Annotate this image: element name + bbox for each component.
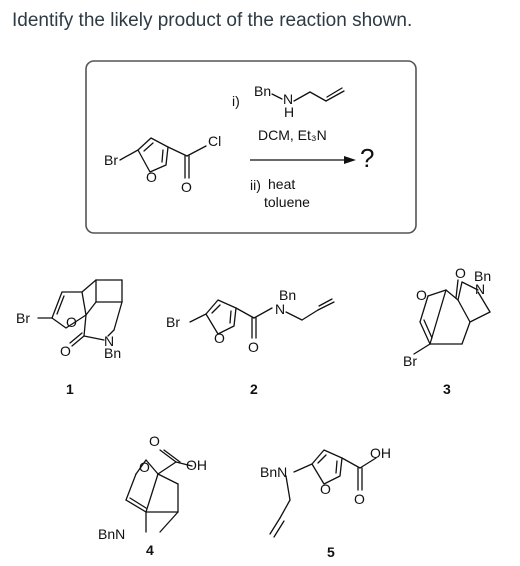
reaction-scheme-box: Br O Cl O i) Bn N H DCM, Et₃N ? ii) heat…	[85, 60, 417, 234]
reagent-amine: i) Bn N H	[232, 83, 345, 120]
choice-1-n-label: N	[104, 333, 114, 349]
choice-1-bn-label: Bn	[104, 345, 121, 361]
choice-2-o-ring-label: O	[214, 330, 225, 346]
choice-1-o-carbonyl-label: O	[60, 343, 71, 359]
unknown-product-mark: ?	[360, 143, 374, 173]
choice-1-structure: Br O O N Bn	[16, 279, 123, 361]
choice-4-bnn-label: BnN	[98, 526, 125, 542]
sm-o-carbonyl-label: O	[181, 179, 192, 195]
choice-1-o-ring-label: O	[66, 314, 77, 330]
conditions-line-1: DCM, Et₃N	[258, 127, 327, 143]
choice-4-oh-label: OH	[186, 457, 207, 473]
choice-5-bnn-label: BnN	[260, 464, 287, 480]
step-ii-label: ii)	[250, 177, 261, 193]
choice-4-o-ring-label: O	[139, 459, 150, 475]
choice-4-structure: O O OH BnN	[98, 433, 207, 542]
amine-h-label: H	[284, 104, 294, 120]
conditions-line-3: toluene	[264, 194, 310, 210]
conditions-line-2: heat	[268, 176, 295, 192]
choice-5-o-ring-label: O	[320, 481, 331, 497]
choice-2-br-label: Br	[166, 314, 180, 330]
question-text: Identify the likely product of the react…	[12, 10, 413, 31]
choice-2-bn-label: Bn	[279, 287, 296, 303]
choice-2-structure: Br O O N Bn	[166, 287, 335, 355]
choice-5-oh-label: OH	[370, 445, 391, 461]
choice-5-o-carbonyl-label: O	[354, 491, 365, 507]
sm-cl-label: Cl	[208, 133, 221, 149]
step-i-label: i)	[232, 93, 240, 109]
choice-4-o-carbonyl-label: O	[149, 433, 160, 449]
choice-3-bn-label: Bn	[474, 268, 491, 284]
starting-material: Br O Cl O	[104, 133, 221, 195]
sm-br-label: Br	[104, 152, 118, 168]
choice-3-n-label: N	[475, 281, 485, 297]
choice-2-o-carbonyl-label: O	[248, 339, 259, 355]
choice-1-br-label: Br	[16, 310, 30, 326]
amine-n-label: N	[283, 91, 293, 107]
choice-1-number: 1	[66, 381, 74, 397]
sm-o-ring-label: O	[146, 169, 157, 185]
choice-3-o-ring-label: O	[416, 287, 427, 303]
choice-4-number: 4	[146, 542, 154, 558]
choice-3-o-carbonyl-label: O	[455, 265, 466, 281]
choice-3-number: 3	[443, 381, 451, 397]
choice-3-structure: Br O O N Bn	[403, 265, 491, 369]
choice-5-structure: BnN O O OH	[260, 445, 391, 538]
amine-bn-label: Bn	[254, 83, 271, 99]
choice-5-number: 5	[327, 544, 335, 560]
choice-2-number: 2	[250, 381, 258, 397]
choice-3-br-label: Br	[403, 353, 417, 369]
choice-2-n-label: N	[275, 301, 285, 317]
